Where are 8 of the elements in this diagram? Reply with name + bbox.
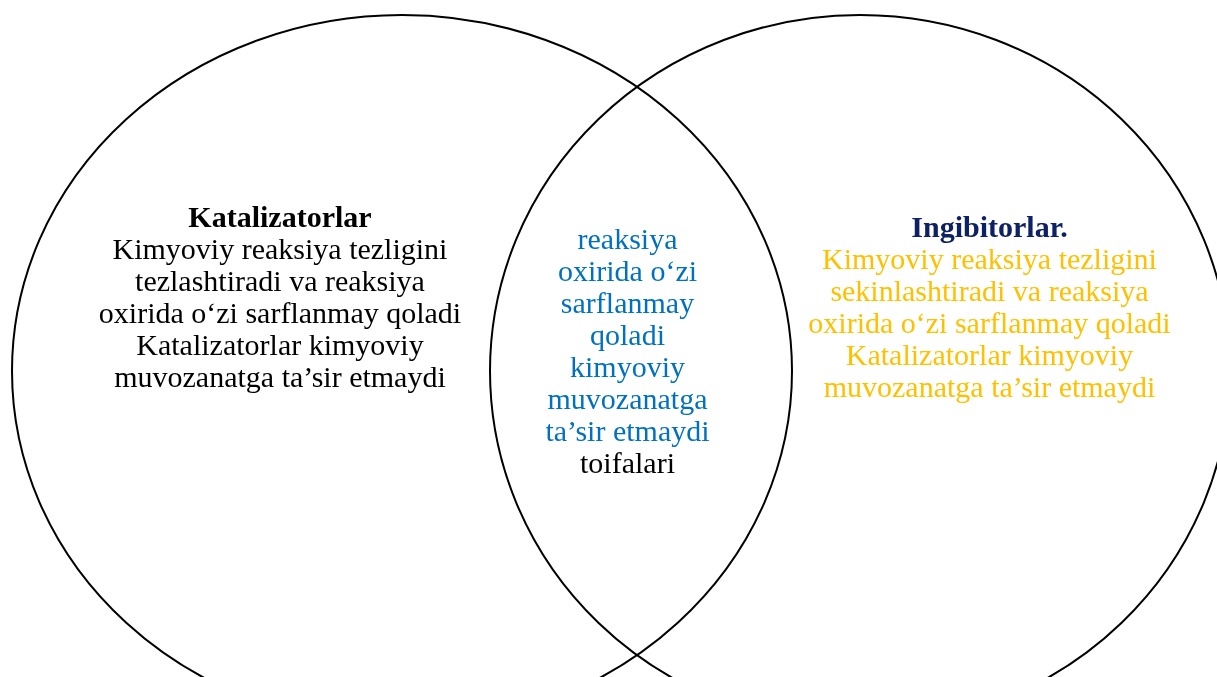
overlap-caption: toifalari (579, 447, 675, 479)
circle-text: Kimyoviy reaksiya tezligini sekinlashtiradi va reaksiya oxirida o‘zi sarflanmay qoladi (807, 243, 1172, 339)
circle-heading: Ingibitorlar. (910, 211, 1069, 243)
circle-text: Katalizatorlar kimyoviy muvozanatga ta’sir etmaydi (822, 339, 1156, 403)
circle-heading: Katalizatorlar (187, 201, 373, 233)
circle-text: Katalizatorlar kimyoviy muvozanatga ta’sir etmaydi (113, 329, 446, 393)
circle-text: Kimyoviy reaksiya tezligini tezlashtiradi va reaksiya oxirida o‘zi sarflanmay qoladi (97, 233, 463, 329)
overlap-text: reaksiya oxirida o‘zi sarflanmay qoladi kimyoviy muvozanatga ta’sir etmaydi (544, 223, 711, 447)
